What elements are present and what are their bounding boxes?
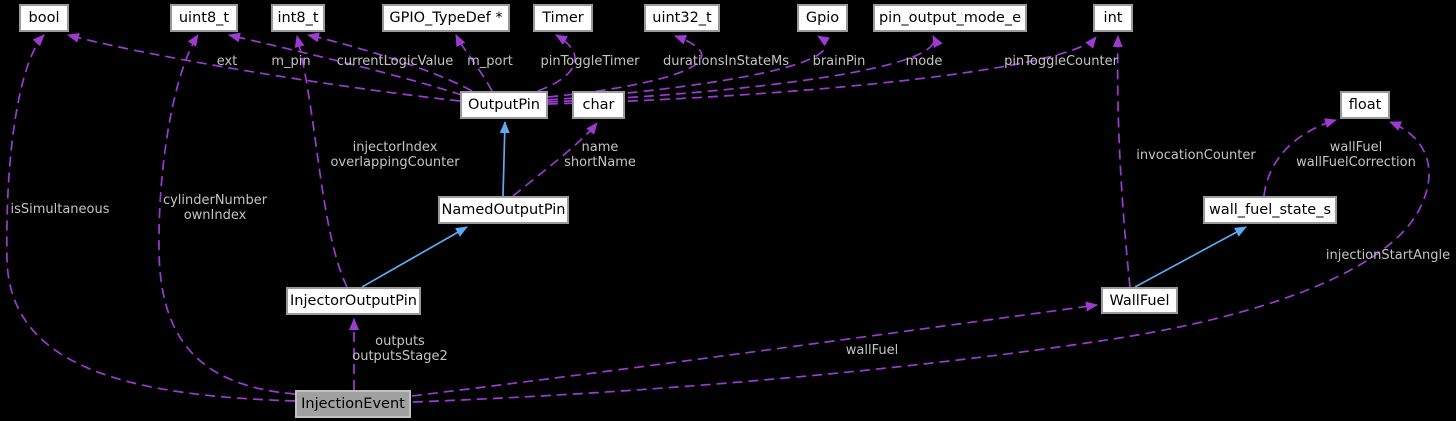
edge-outputpin-bool-ext xyxy=(67,33,461,102)
node-gpio[interactable]: Gpio xyxy=(797,4,848,32)
edge-injectionevent-wallfuel xyxy=(411,301,1098,397)
node-injectionevent-current: InjectionEvent xyxy=(295,390,411,418)
edge-outputpin-int8t-currentlogicvalue xyxy=(307,32,473,92)
node-injectoroutputpin[interactable]: InjectorOutputPin xyxy=(286,287,421,315)
node-outputpin[interactable]: OutputPin xyxy=(460,91,548,119)
edge-label-invocationcounter: invocationCounter xyxy=(1136,148,1256,163)
node-float[interactable]: float xyxy=(1340,91,1390,119)
edge-injectoroutputpin-namedoutputpin-inherit xyxy=(361,226,468,288)
edge-injectionevent-float-injectionstartangle xyxy=(412,121,1430,403)
node-pin-output-mode-e[interactable]: pin_output_mode_e xyxy=(873,4,1027,32)
edge-outputpin-gpiotypedef-mport xyxy=(455,34,493,92)
edge-label-injectorindex: injectorIndex overlappingCounter xyxy=(330,140,460,170)
edge-label-injectionstartangle: injectionStartAngle xyxy=(1325,248,1451,263)
edge-outputpin-pinoutputmode-mode xyxy=(547,35,943,103)
edge-wallfuel-wallfuelstate-inherit xyxy=(1134,226,1247,288)
edge-outputpin-gpio-brainpin xyxy=(547,35,830,101)
edge-namedoutputpin-char-name xyxy=(512,122,598,197)
edge-label-outputs: outputs outputsStage2 xyxy=(352,334,448,364)
edge-label-brainpin: brainPin xyxy=(812,54,866,69)
edge-injectionevent-bool-issimultaneous xyxy=(5,34,296,402)
edge-label-currentlogicvalue: currentLogicValue xyxy=(336,54,454,69)
edge-label-pintogglecounter: pinToggleCounter xyxy=(1004,54,1118,69)
node-wallfuel[interactable]: WallFuel xyxy=(1101,287,1178,314)
edge-label-wallfuelcorrection: wallFuel wallFuelCorrection xyxy=(1296,140,1416,170)
edge-wallfuelstate-float-wallfuelcorrection xyxy=(1263,118,1337,197)
edge-label-ext: ext xyxy=(216,54,238,69)
edge-label-name-shortname: name shortName xyxy=(564,140,636,170)
node-char[interactable]: char xyxy=(572,91,625,119)
node-bool[interactable]: bool xyxy=(19,4,69,32)
edge-injectoroutputpin-int8t-injectorindex xyxy=(294,35,348,288)
node-namedoutputpin[interactable]: NamedOutputPin xyxy=(438,196,569,224)
node-uint8-t[interactable]: uint8_t xyxy=(170,4,238,32)
node-int8-t[interactable]: int8_t xyxy=(271,4,325,32)
edge-outputpin-uint8t-mpin xyxy=(228,32,463,96)
edge-label-issimultaneous: isSimultaneous xyxy=(10,202,110,217)
edge-label-m-pin: m_pin xyxy=(271,54,311,69)
edge-outputpin-timer-pintoggletimer xyxy=(537,34,576,92)
edge-label-cylindernumber: cylinderNumber ownIndex xyxy=(162,193,268,223)
node-gpio-typedef[interactable]: GPIO_TypeDef * xyxy=(382,4,510,32)
edge-label-pintoggletimer: pinToggleTimer xyxy=(540,54,640,69)
edge-label-m-port: m_port xyxy=(467,54,513,69)
node-wall-fuel-state-s[interactable]: wall_fuel_state_s xyxy=(1203,196,1337,224)
node-uint32-t[interactable]: uint32_t xyxy=(644,4,720,32)
node-int[interactable]: int xyxy=(1093,4,1133,32)
edge-namedoutputpin-outputpin-inherit xyxy=(499,121,510,197)
edge-label-durationsinstatems: durationsInStateMs xyxy=(663,54,789,69)
edge-injectionevent-uint8t-cylindernumber xyxy=(158,34,296,395)
edge-label-wallfuel: wallFuel xyxy=(845,343,899,358)
node-timer[interactable]: Timer xyxy=(533,4,593,32)
edge-outputpin-int-pintogglecounter xyxy=(547,36,1097,105)
edge-label-mode: mode xyxy=(905,54,943,69)
edge-wallfuel-int-invocationcounter xyxy=(1112,35,1131,288)
